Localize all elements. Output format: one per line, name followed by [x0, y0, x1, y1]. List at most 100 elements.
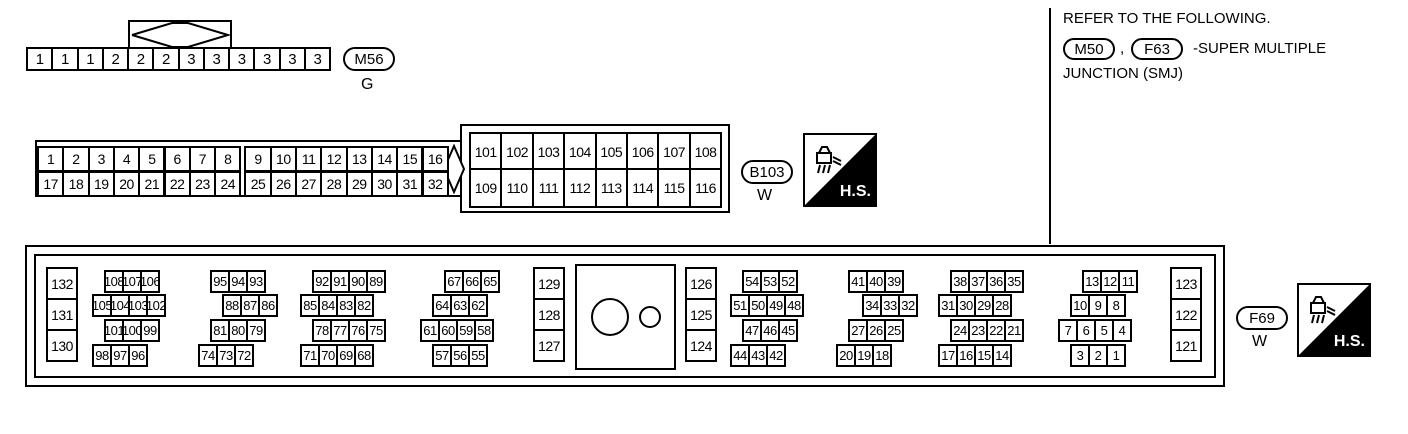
pin-cell: 37	[968, 270, 988, 293]
pin-cell: 13	[1082, 270, 1102, 293]
pin-cell: 31	[396, 171, 424, 197]
pin-cell: 50	[748, 294, 768, 317]
pin-cell: 76	[348, 319, 368, 342]
pin-cell: 102	[146, 294, 166, 317]
pin-cell: 75	[366, 319, 386, 342]
pin-cell: 73	[216, 344, 236, 367]
pin-cell: 94	[228, 270, 248, 293]
pin-cell: 113	[594, 168, 628, 208]
pin-cell: 60	[438, 319, 458, 342]
pin-cell: 108	[104, 270, 124, 293]
b103-connector-label: B103	[741, 160, 793, 184]
pin-cell: 104	[563, 132, 597, 172]
pin-cell: 33	[880, 294, 900, 317]
pin-cell: 71	[300, 344, 320, 367]
pin-cell: 36	[986, 270, 1006, 293]
pin-cell: 103	[128, 294, 148, 317]
pin-cell: 44	[730, 344, 750, 367]
harness-side-icon	[803, 133, 877, 207]
pin-cell: 5	[1094, 319, 1114, 342]
pin-cell: 130	[46, 329, 78, 362]
pin-cell: 6	[1076, 319, 1096, 342]
pin-cell: 59	[456, 319, 476, 342]
b103-badge-text: H.S.	[839, 183, 871, 200]
pin-cell: 28	[992, 294, 1012, 317]
pin-cell: 47	[742, 319, 762, 342]
pin-cell: 127	[533, 329, 565, 362]
pin-cell: 66	[462, 270, 482, 293]
pin-cell: 97	[110, 344, 130, 367]
pin-cell: 3	[303, 47, 331, 71]
pin-cell: 22	[986, 319, 1006, 342]
pin-cell: 17	[37, 171, 65, 197]
pin-cell: 3	[202, 47, 230, 71]
pin-cell: 10	[1070, 294, 1090, 317]
pin-cell: 122	[1170, 298, 1202, 331]
pin-cell: 52	[778, 270, 798, 293]
pin-cell: 121	[1170, 329, 1202, 362]
f69-guide-holes	[591, 298, 661, 336]
pin-cell: 2	[101, 47, 129, 71]
pin-cell: 23	[968, 319, 988, 342]
pin-cell: 3	[228, 47, 256, 71]
pin-cell: 42	[766, 344, 786, 367]
pin-cell: 57	[432, 344, 452, 367]
pin-cell: 63	[450, 294, 470, 317]
pin-cell: 30	[370, 171, 399, 197]
pin-cell: 107	[122, 270, 142, 293]
pin-cell: 16	[421, 146, 449, 172]
pin-cell: 51	[730, 294, 750, 317]
pin-cell: 105	[594, 132, 628, 172]
pin-cell: 48	[784, 294, 804, 317]
pin-cell: 129	[533, 267, 565, 300]
pin-cell: 15	[974, 344, 994, 367]
pin-cell: 53	[760, 270, 780, 293]
pin-cell: 21	[1004, 319, 1024, 342]
note-separator: ,	[1120, 40, 1125, 57]
pin-cell: 68	[354, 344, 374, 367]
pin-cell: 49	[766, 294, 786, 317]
f69-color: W	[1252, 333, 1268, 350]
pin-cell: 92	[312, 270, 332, 293]
pin-cell: 101	[469, 132, 503, 172]
pin-cell: 4	[112, 146, 141, 172]
pin-cell: 103	[531, 132, 566, 172]
pin-cell: 62	[468, 294, 488, 317]
pin-cell: 2	[1088, 344, 1108, 367]
pin-cell: 100	[122, 319, 142, 342]
pin-cell: 55	[468, 344, 488, 367]
pin-cell: 93	[246, 270, 266, 293]
pin-cell: 19	[854, 344, 874, 367]
pin-cell: 20	[112, 171, 141, 197]
pin-cell: 80	[228, 319, 248, 342]
pin-cell: 2	[152, 47, 180, 71]
pin-cell: 45	[778, 319, 798, 342]
pin-cell: 91	[330, 270, 350, 293]
pin-cell: 2	[62, 146, 90, 172]
pin-cell: 25	[884, 319, 904, 342]
pin-cell: 69	[336, 344, 356, 367]
pin-cell: 106	[140, 270, 160, 293]
pin-cell: 14	[370, 146, 399, 172]
pin-cell: 18	[62, 171, 90, 197]
pin-cell: 81	[210, 319, 230, 342]
pin-cell: 1	[51, 47, 79, 71]
pin-cell: 79	[246, 319, 266, 342]
pin-cell: 18	[872, 344, 892, 367]
b103-harness-side-badge: H.S.	[803, 133, 877, 207]
pin-cell: 30	[956, 294, 976, 317]
pin-cell: 16	[956, 344, 976, 367]
pin-cell: 25	[244, 171, 272, 197]
pin-cell: 102	[500, 132, 534, 172]
pin-cell: 99	[140, 319, 160, 342]
pin-cell: 24	[950, 319, 970, 342]
pin-cell: 106	[626, 132, 660, 172]
pin-cell: 46	[760, 319, 780, 342]
pin-cell: 22	[163, 171, 191, 197]
pin-cell: 4	[1112, 319, 1132, 342]
pin-cell: 72	[234, 344, 254, 367]
pin-cell: 5	[138, 146, 166, 172]
pin-cell: 28	[320, 171, 348, 197]
pin-cell: 14	[992, 344, 1012, 367]
pin-cell: 110	[500, 168, 534, 208]
